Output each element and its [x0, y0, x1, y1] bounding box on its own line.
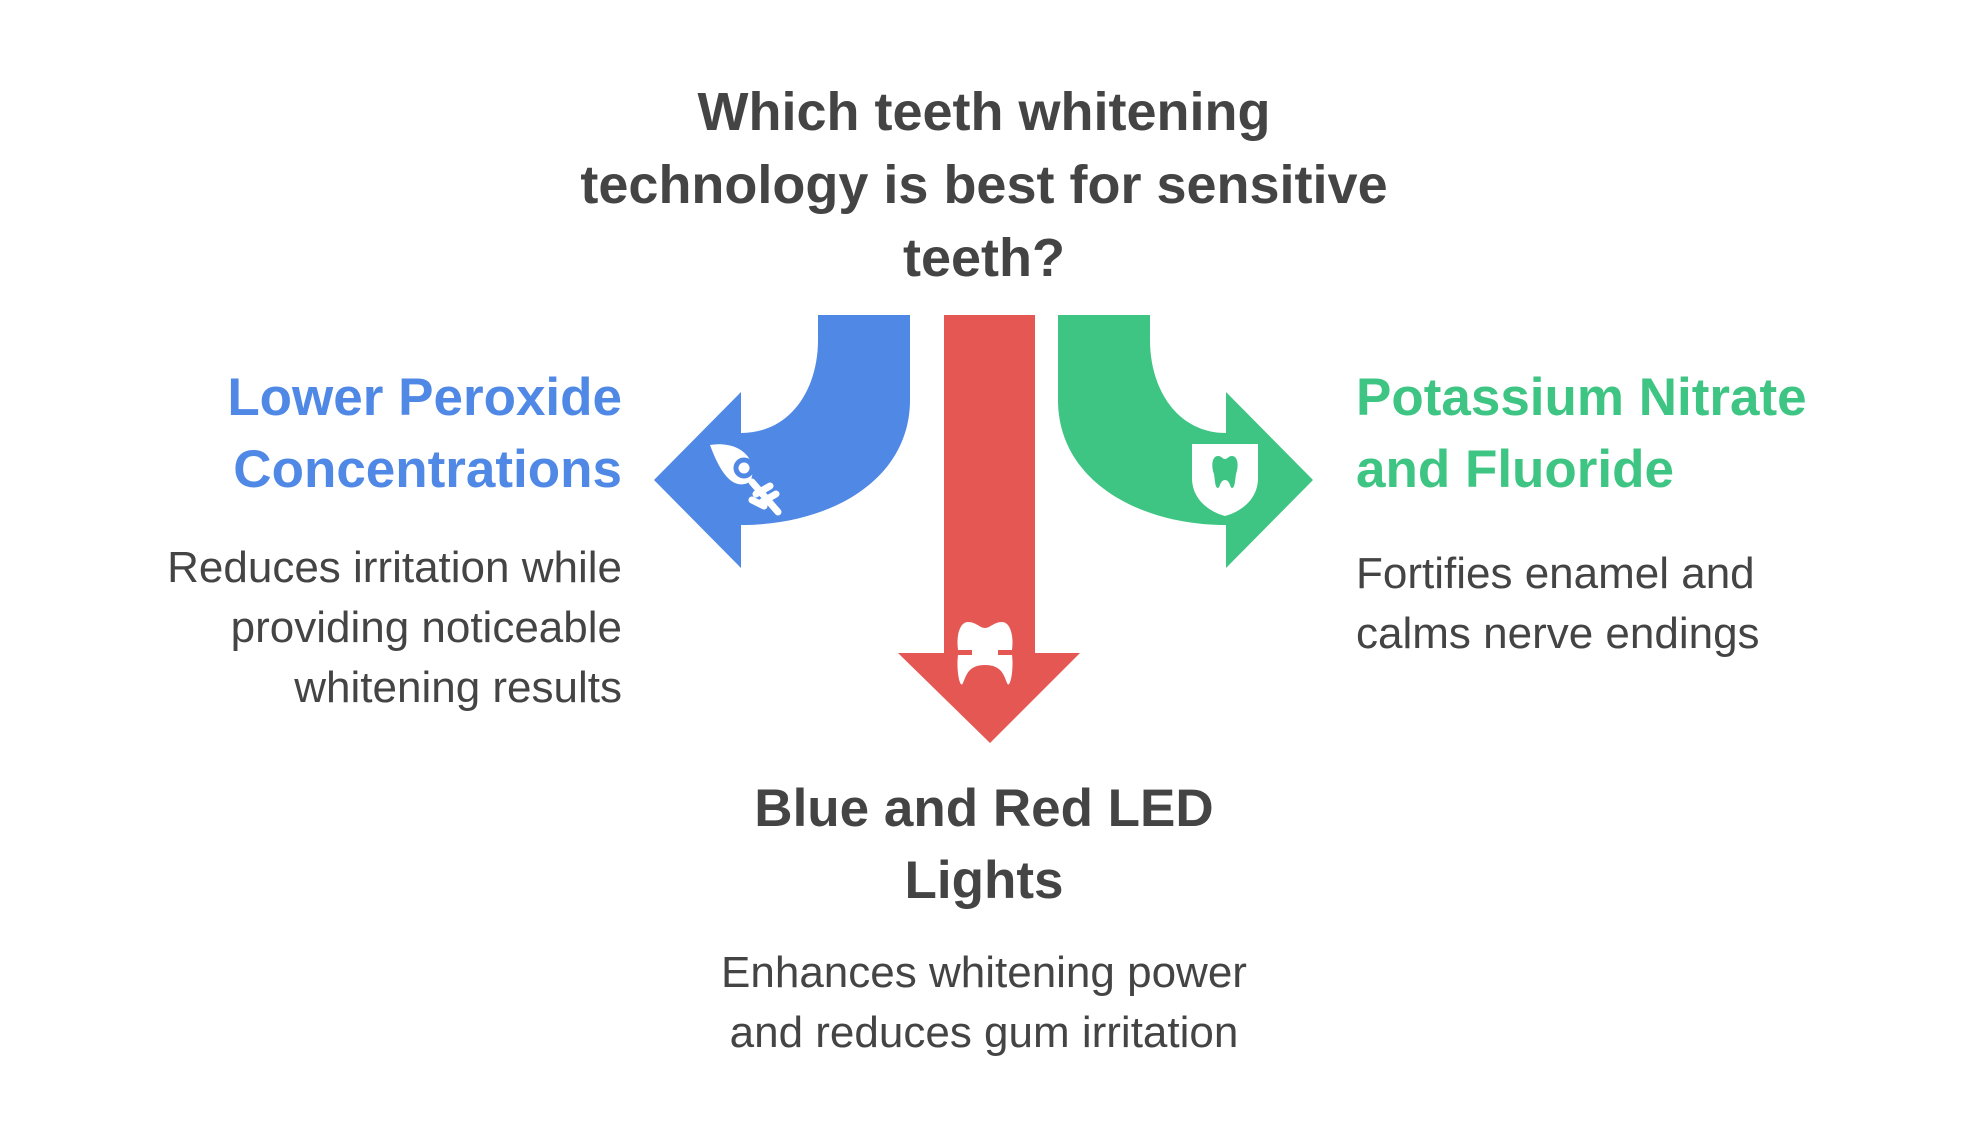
option-heading-right: Potassium Nitrate and Fluoride	[1356, 362, 1956, 506]
title-line: Which teeth whitening	[697, 82, 1271, 142]
title-line: teeth?	[903, 228, 1065, 288]
description-line: Enhances whitening power	[721, 948, 1247, 997]
heading-line: Lights	[904, 851, 1064, 910]
option-description-right: Fortifies enamel and calms nerve endings	[1356, 544, 1956, 664]
option-description-left: Reduces irritation while providing notic…	[22, 538, 622, 718]
option-heading-bottom: Blue and Red LED Lights	[584, 773, 1384, 917]
description-line: whitening results	[294, 663, 622, 712]
page-title: Which teeth whitening technology is best…	[484, 76, 1484, 295]
heading-line: Blue and Red LED	[754, 779, 1214, 838]
blue-arrow	[654, 315, 910, 568]
option-description-bottom: Enhances whitening power and reduces gum…	[584, 943, 1384, 1063]
description-line: and reduces gum irritation	[729, 1008, 1239, 1057]
tooth-shield-icon	[1192, 444, 1258, 516]
syringe-icon	[710, 444, 782, 516]
heading-line: Lower Peroxide	[227, 368, 622, 427]
red-arrow	[898, 315, 1080, 743]
description-line: calms nerve endings	[1356, 609, 1760, 658]
tooth-crown-icon	[957, 622, 1013, 685]
description-line: Reduces irritation while	[167, 543, 622, 592]
option-heading-left: Lower Peroxide Concentrations	[22, 362, 622, 506]
green-arrow	[1058, 315, 1313, 568]
heading-line: and Fluoride	[1356, 440, 1674, 499]
description-line: providing noticeable	[230, 603, 622, 652]
description-line: Fortifies enamel and	[1356, 549, 1755, 598]
heading-line: Concentrations	[233, 440, 622, 499]
title-line: technology is best for sensitive	[580, 155, 1388, 215]
heading-line: Potassium Nitrate	[1356, 368, 1807, 427]
